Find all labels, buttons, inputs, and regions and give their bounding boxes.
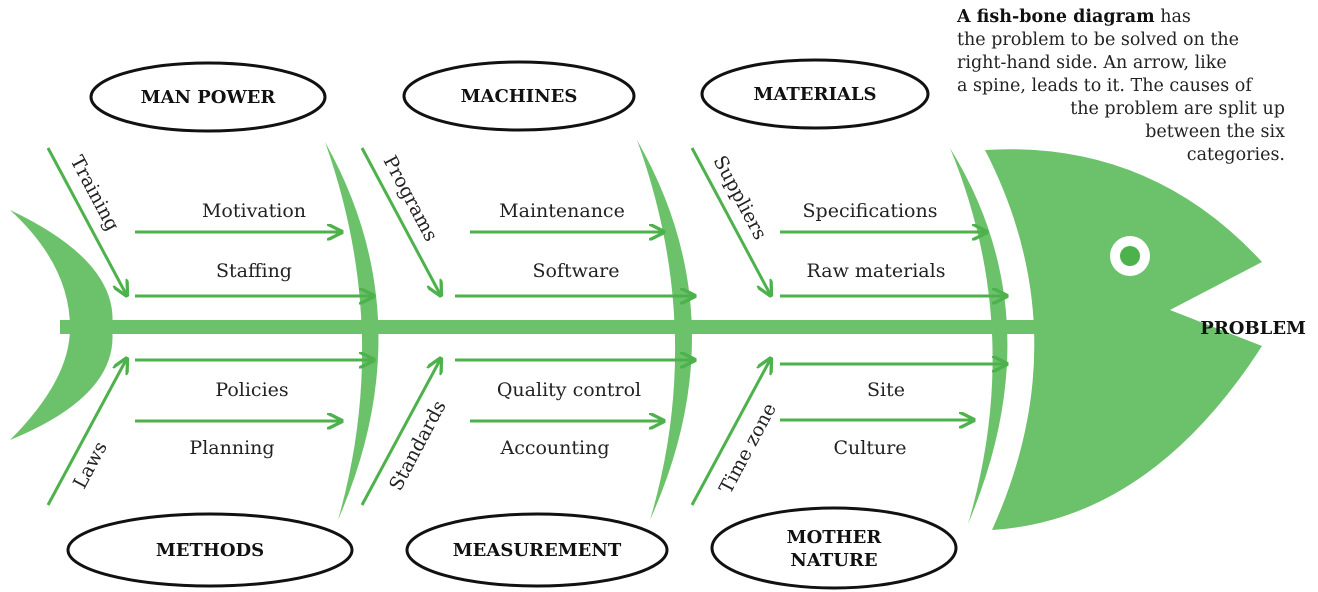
category-oval-materials	[700, 58, 930, 130]
cause-specifications: Specifications	[803, 200, 938, 222]
caption-line-7: categories.	[1186, 145, 1285, 165]
category-methods: METHODS	[156, 540, 264, 561]
category-materials: MATERIALS	[753, 84, 876, 105]
cause-accounting: Accounting	[499, 437, 609, 459]
category-measurement: MEASUREMENT	[453, 540, 622, 561]
fish-rib-2	[637, 140, 692, 520]
arrow-suppliers	[690, 147, 770, 294]
label-training: Training	[66, 152, 124, 235]
fish-rib-1	[325, 142, 379, 520]
category-oval-measurement	[405, 512, 669, 588]
diagram-caption: A fish-bone diagram has the problem to b…	[955, 6, 1285, 167]
fish-rib-3	[950, 148, 1008, 524]
arrow-laws	[46, 360, 126, 506]
caption-line-2: the problem to be solved on the	[957, 30, 1240, 50]
arrow-training	[46, 147, 126, 294]
caption-line-1-rest: has	[1154, 7, 1191, 27]
category-oval-mother-nature	[710, 506, 958, 590]
caption-line-1: A fish-bone diagram has	[955, 6, 1285, 29]
category-oval-machines	[402, 60, 636, 132]
eye-pupil-icon	[1120, 246, 1140, 266]
problem-label: PROBLEM	[1200, 318, 1306, 339]
category-mother-nature-line1: MOTHER	[787, 527, 883, 548]
caption-line-4: a spine, leads to it. The causes of	[957, 76, 1252, 96]
label-time-zone: Time zone	[715, 400, 781, 498]
arrow-time-zone	[690, 360, 770, 506]
caption-bold-title: A fish-bone diagram	[957, 7, 1155, 27]
cause-raw-materials: Raw materials	[807, 260, 946, 282]
category-mother-nature-line2: NATURE	[790, 550, 877, 571]
cause-site: Site	[867, 379, 905, 401]
fish-tail	[10, 210, 113, 440]
cause-motivation: Motivation	[202, 200, 306, 222]
category-man-power: MAN POWER	[141, 87, 277, 108]
category-machines: MACHINES	[461, 86, 578, 107]
cause-maintenance: Maintenance	[499, 200, 625, 222]
label-laws: Laws	[69, 438, 112, 492]
cause-staffing: Staffing	[216, 260, 292, 282]
cause-quality-control: Quality control	[497, 379, 641, 401]
category-oval-man-power	[89, 61, 327, 133]
caption-line-6: between the six	[1145, 122, 1285, 142]
cause-culture: Culture	[833, 437, 906, 459]
cause-policies: Policies	[215, 379, 288, 401]
fish-spine	[60, 320, 1100, 334]
cause-planning: Planning	[189, 437, 274, 459]
category-oval-methods	[66, 512, 354, 588]
caption-line-3: right-hand side. An arrow, like	[957, 53, 1227, 73]
arrow-programs	[360, 147, 440, 294]
caption-line-5: the problem are split up	[1070, 99, 1285, 119]
fish-head	[985, 149, 1262, 530]
arrow-standards	[360, 360, 440, 506]
cause-software: Software	[532, 260, 619, 282]
